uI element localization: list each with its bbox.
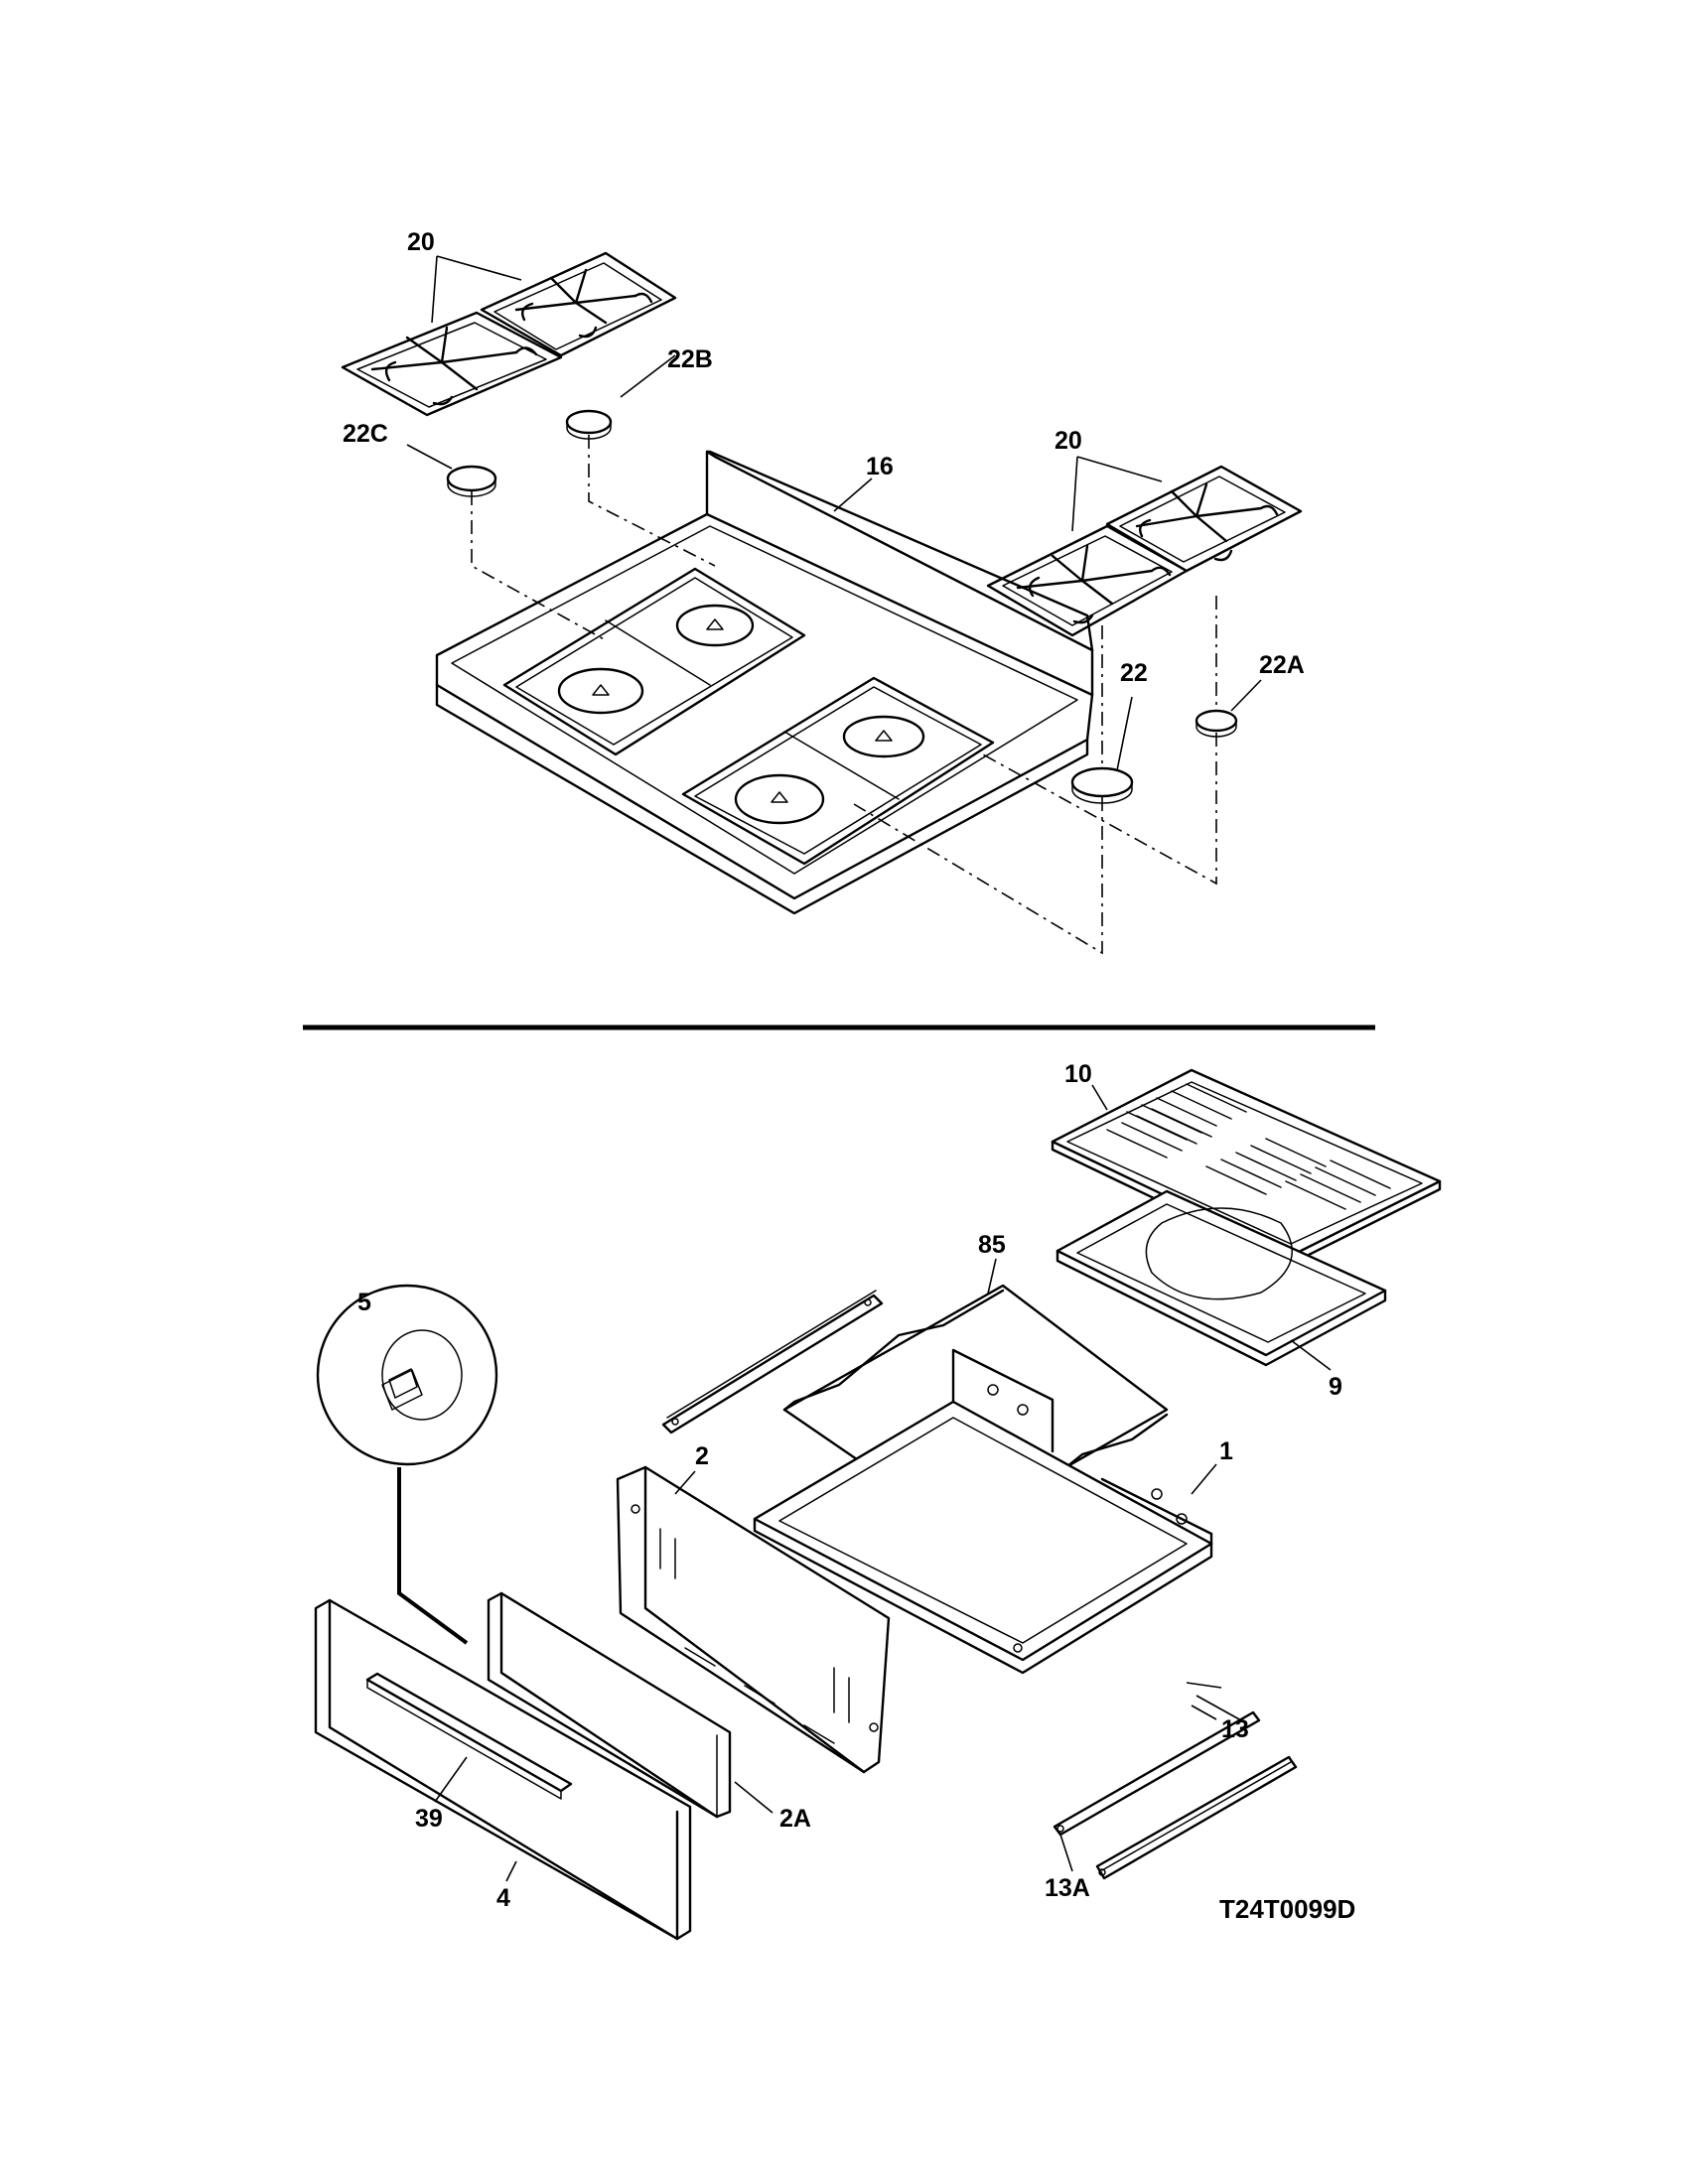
drawer-handle	[365, 1672, 573, 1800]
leaders-top	[406, 255, 1262, 771]
alignment-lines-top	[471, 435, 1217, 955]
burner-cap-22c	[446, 465, 497, 497]
drawer-slide-upper	[661, 1290, 884, 1434]
drawer-liner	[753, 1348, 1213, 1675]
drawing-number: T24T0099D	[1219, 1894, 1355, 1924]
cooktop	[435, 450, 1094, 915]
callout-drawer-front-inner: 2A	[779, 1805, 811, 1833]
callout-drawer-back: 2	[695, 1442, 709, 1470]
callout-clip-detail: 5	[357, 1289, 371, 1316]
drawer-slides-lower	[1053, 1710, 1298, 1880]
callout-broiler-insert: 10	[1064, 1060, 1092, 1088]
callout-rack: 85	[978, 1231, 1006, 1259]
callout-slide-rail: 13A	[1045, 1874, 1090, 1902]
callout-handle: 39	[415, 1805, 443, 1833]
callout-slide: 13	[1221, 1715, 1249, 1743]
callout-cooktop: 16	[866, 453, 894, 480]
callout-cap-22b: 22B	[667, 345, 713, 373]
burner-cap-22	[1070, 766, 1134, 804]
callout-cap-22c: 22C	[343, 420, 388, 448]
callout-grate-right: 20	[1055, 427, 1082, 455]
burner-cap-22b	[565, 409, 613, 440]
callout-drawer-front: 4	[496, 1884, 510, 1912]
callout-grate-left: 20	[407, 228, 435, 256]
burner-cap-22a	[1195, 709, 1238, 738]
burner-grate-right-pair	[986, 465, 1303, 637]
callout-broiler-pan: 9	[1329, 1373, 1342, 1401]
callout-cap-22: 22	[1120, 659, 1148, 687]
leaders-bottom	[434, 1084, 1332, 1882]
burner-grate-left-pair	[341, 251, 677, 417]
broiler-pan	[1055, 1189, 1387, 1367]
clip-detail-circle	[316, 1284, 498, 1645]
drawer-front-inner	[487, 1591, 732, 1819]
callout-cap-22a: 22A	[1259, 651, 1305, 679]
broiler-insert	[1051, 1068, 1442, 1266]
drawer-front	[314, 1598, 692, 1941]
drawer-back	[616, 1465, 891, 1774]
callout-drawer-liner: 1	[1219, 1437, 1233, 1465]
